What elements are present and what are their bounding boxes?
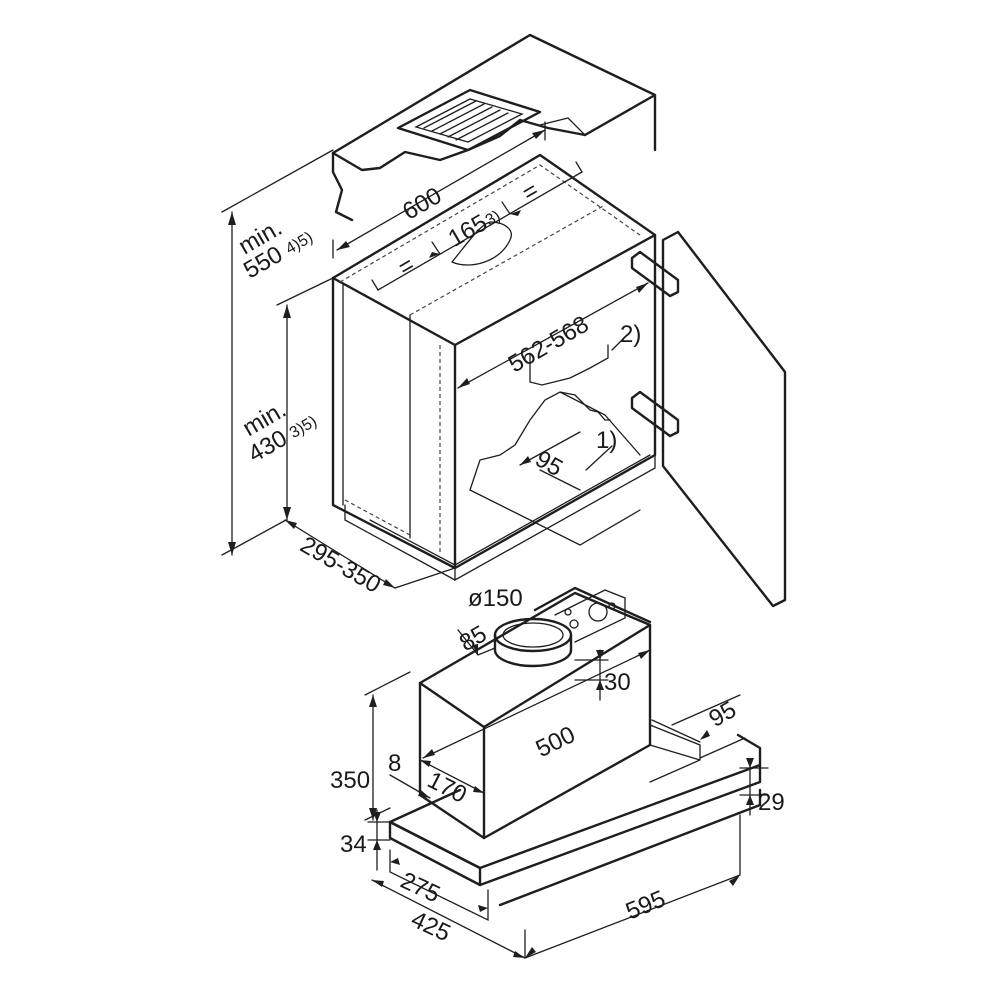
callout-2: 2) bbox=[620, 321, 641, 348]
label-total-width: 595 bbox=[622, 885, 669, 925]
dim-total-width bbox=[524, 814, 741, 959]
label-cabinet-width: 600 bbox=[398, 182, 446, 225]
dim-min-550 bbox=[221, 149, 334, 556]
label-duct-diameter: ø150 bbox=[468, 585, 523, 612]
control-panel bbox=[554, 589, 626, 643]
label-depth-inner: 275 bbox=[396, 867, 444, 908]
dim-depth-total bbox=[371, 879, 526, 959]
dim-panel-thickness bbox=[367, 809, 391, 871]
label-depth-range: 295-350 bbox=[296, 531, 386, 598]
label-min-top-note: 4)5) bbox=[283, 229, 316, 258]
callout-2-leader bbox=[611, 339, 623, 351]
label-depth-total: 425 bbox=[407, 906, 455, 947]
cabinet-cutout bbox=[469, 344, 641, 546]
label-bottom-offset: 95 bbox=[531, 445, 568, 482]
label-body-width: 500 bbox=[532, 721, 580, 763]
label-inner-width: 562-568 bbox=[504, 311, 594, 378]
dim-duct-offset bbox=[457, 629, 496, 656]
dim-total-height bbox=[364, 671, 411, 821]
dim-duct-height bbox=[574, 649, 609, 701]
dim-cutout-165 bbox=[371, 161, 583, 291]
callout-1-leader bbox=[585, 445, 613, 471]
ceiling-board bbox=[331, 33, 657, 222]
duct-collar bbox=[493, 617, 573, 668]
dim-body-depth bbox=[419, 759, 485, 794]
label-panel-thickness: 34 bbox=[340, 831, 367, 858]
label-front-depth: 95 bbox=[704, 696, 741, 733]
dim-min-430 bbox=[276, 277, 334, 521]
label-min-inner-note: 3)5) bbox=[287, 413, 320, 442]
dim-front-thickness bbox=[739, 758, 769, 816]
label-side-offset: 8 bbox=[388, 750, 401, 777]
ceiling-vent-grille bbox=[396, 88, 542, 152]
label-total-height: 350 bbox=[330, 767, 370, 794]
label-front-thickness: 29 bbox=[758, 789, 785, 816]
door-hinges bbox=[630, 250, 680, 438]
label-duct-height: 30 bbox=[604, 669, 631, 696]
dim-side-offset bbox=[389, 774, 431, 799]
dim-body-width bbox=[422, 649, 651, 759]
dim-offset-95 bbox=[519, 431, 581, 491]
callout-1: 1) bbox=[596, 427, 617, 454]
wall-cabinet bbox=[331, 153, 657, 582]
label-equal-right: = bbox=[518, 177, 544, 207]
dim-front-depth bbox=[671, 694, 746, 759]
dim-depth-inner bbox=[389, 849, 489, 922]
label-equal-left: = bbox=[394, 251, 420, 281]
dim-inner-562-568 bbox=[457, 282, 649, 389]
cabinet-door bbox=[661, 230, 787, 608]
dim-width-600 bbox=[332, 121, 546, 259]
dim-depth-295-350 bbox=[284, 519, 456, 589]
